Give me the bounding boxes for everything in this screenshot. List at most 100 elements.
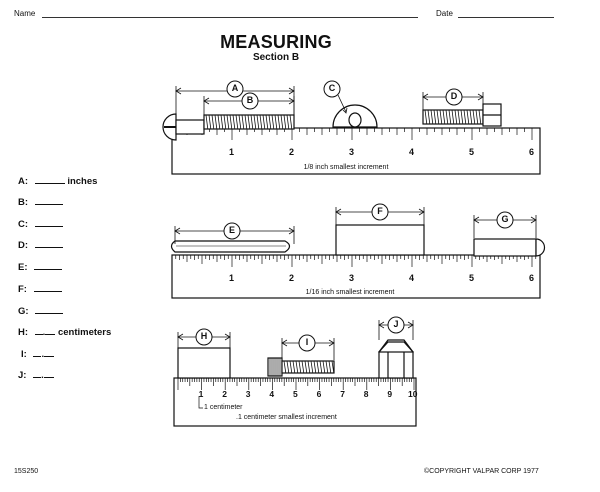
form-code: 15S250 bbox=[14, 468, 39, 475]
screw-ab bbox=[162, 113, 295, 141]
ruler-3 bbox=[173, 377, 417, 427]
thread-line bbox=[286, 360, 290, 374]
question-e: E: bbox=[18, 262, 63, 273]
dimension-label-circle bbox=[241, 92, 259, 110]
thread-line bbox=[454, 109, 458, 125]
thread-line bbox=[229, 114, 233, 130]
question-f: F: bbox=[18, 284, 62, 295]
ruler-1-number: 1 bbox=[229, 147, 235, 157]
dimension-label-a: A bbox=[231, 83, 239, 93]
thread-line bbox=[289, 360, 293, 374]
question-c: C: bbox=[18, 219, 63, 230]
answer-c-field[interactable] bbox=[34, 225, 63, 227]
thread-line bbox=[241, 114, 245, 130]
thread-line bbox=[424, 109, 428, 125]
thread-line bbox=[475, 109, 479, 125]
thread-line bbox=[442, 109, 446, 125]
ruler-3-number: 10 bbox=[408, 389, 418, 399]
pointer-line bbox=[337, 94, 347, 113]
answer-h-tenths-field[interactable] bbox=[45, 333, 56, 335]
question-b: B: bbox=[18, 197, 63, 208]
ruler-1-number: 3 bbox=[349, 147, 355, 157]
ruler3-increment-label: .1 centimeter smallest increment bbox=[236, 414, 337, 421]
date-field[interactable] bbox=[458, 17, 554, 18]
page-title: MEASURING bbox=[220, 32, 332, 52]
answer-f-field[interactable] bbox=[33, 290, 62, 292]
pointer-arrow bbox=[342, 107, 348, 114]
thread-line bbox=[322, 360, 326, 374]
thread-line bbox=[226, 114, 230, 130]
answer-a-field[interactable] bbox=[34, 182, 65, 184]
dimension-label-f: F bbox=[377, 206, 383, 216]
answer-i-tenths-field[interactable] bbox=[44, 355, 55, 357]
thread-line bbox=[325, 360, 329, 374]
dimension-label-circle bbox=[445, 88, 463, 106]
thread-line bbox=[427, 109, 431, 125]
ruler-3-number: 2 bbox=[222, 389, 227, 399]
thread-line bbox=[265, 114, 269, 130]
ruler3-unit-label: 1 centimeter bbox=[204, 404, 243, 411]
dimension-label-b: B bbox=[246, 95, 254, 105]
thread-line bbox=[211, 114, 215, 130]
answer-e-field[interactable] bbox=[34, 268, 63, 270]
answer-d-field[interactable] bbox=[34, 246, 63, 248]
thread-line bbox=[232, 114, 236, 130]
answer-b-field[interactable] bbox=[34, 203, 63, 205]
dimension-label-circle bbox=[298, 334, 316, 352]
ruler-2-number: 3 bbox=[349, 273, 355, 283]
question-i: I: . bbox=[21, 349, 55, 360]
name-field[interactable] bbox=[42, 17, 418, 18]
thread-line bbox=[328, 360, 332, 374]
thread-line bbox=[457, 109, 461, 125]
answer-j-tenths-field[interactable] bbox=[43, 376, 54, 378]
ruler-2-number: 2 bbox=[289, 273, 295, 283]
thread-line bbox=[214, 114, 218, 130]
thread-line bbox=[310, 360, 314, 374]
dimension-label-j: J bbox=[393, 319, 399, 329]
thread-line bbox=[289, 114, 293, 130]
thread-line bbox=[256, 114, 260, 130]
thread-line bbox=[307, 360, 311, 374]
ruler-2-number: 4 bbox=[409, 273, 415, 283]
thread-line bbox=[208, 114, 212, 130]
thread-line bbox=[205, 114, 209, 130]
question-d: D: bbox=[18, 240, 63, 251]
ruler-2-number: 6 bbox=[529, 273, 535, 283]
dimension-label-g: G bbox=[501, 214, 509, 224]
thread-line bbox=[271, 114, 275, 130]
answer-i-whole-field[interactable] bbox=[33, 355, 42, 357]
thread-line bbox=[286, 114, 290, 130]
thread-line bbox=[466, 109, 470, 125]
thread-line bbox=[223, 114, 227, 130]
ruler-3-number: 3 bbox=[245, 389, 251, 399]
ruler-2-number: 5 bbox=[469, 273, 475, 283]
thread-line bbox=[301, 360, 305, 374]
thread-line bbox=[220, 114, 224, 130]
thread-line bbox=[304, 360, 308, 374]
ruler-3-number: 4 bbox=[269, 389, 275, 399]
rod-g bbox=[473, 238, 546, 257]
answer-j-whole-field[interactable] bbox=[33, 376, 42, 378]
washer-c bbox=[332, 104, 378, 128]
thread-line bbox=[445, 109, 449, 125]
thread-line bbox=[460, 109, 464, 125]
thread-line bbox=[235, 114, 239, 130]
thread-line bbox=[451, 109, 455, 125]
dimension-label-c: C bbox=[328, 83, 336, 93]
question-g: G: bbox=[18, 306, 64, 317]
answer-g-field[interactable] bbox=[35, 312, 64, 314]
dimension-label-circle bbox=[496, 211, 514, 229]
ruler-1-number: 2 bbox=[289, 147, 295, 157]
ruler-3-number: 9 bbox=[387, 389, 393, 399]
ruler-2-number: 1 bbox=[229, 273, 235, 283]
bolt-d bbox=[422, 103, 502, 127]
page-subtitle: Section B bbox=[252, 52, 300, 63]
ruler-3-number: 6 bbox=[316, 389, 322, 399]
screw-i bbox=[267, 357, 335, 377]
thread-line bbox=[244, 114, 248, 130]
thread-line bbox=[439, 109, 443, 125]
dimension-label-circle bbox=[387, 316, 405, 334]
thread-line bbox=[283, 114, 287, 130]
answer-h-whole-field[interactable] bbox=[34, 333, 43, 335]
